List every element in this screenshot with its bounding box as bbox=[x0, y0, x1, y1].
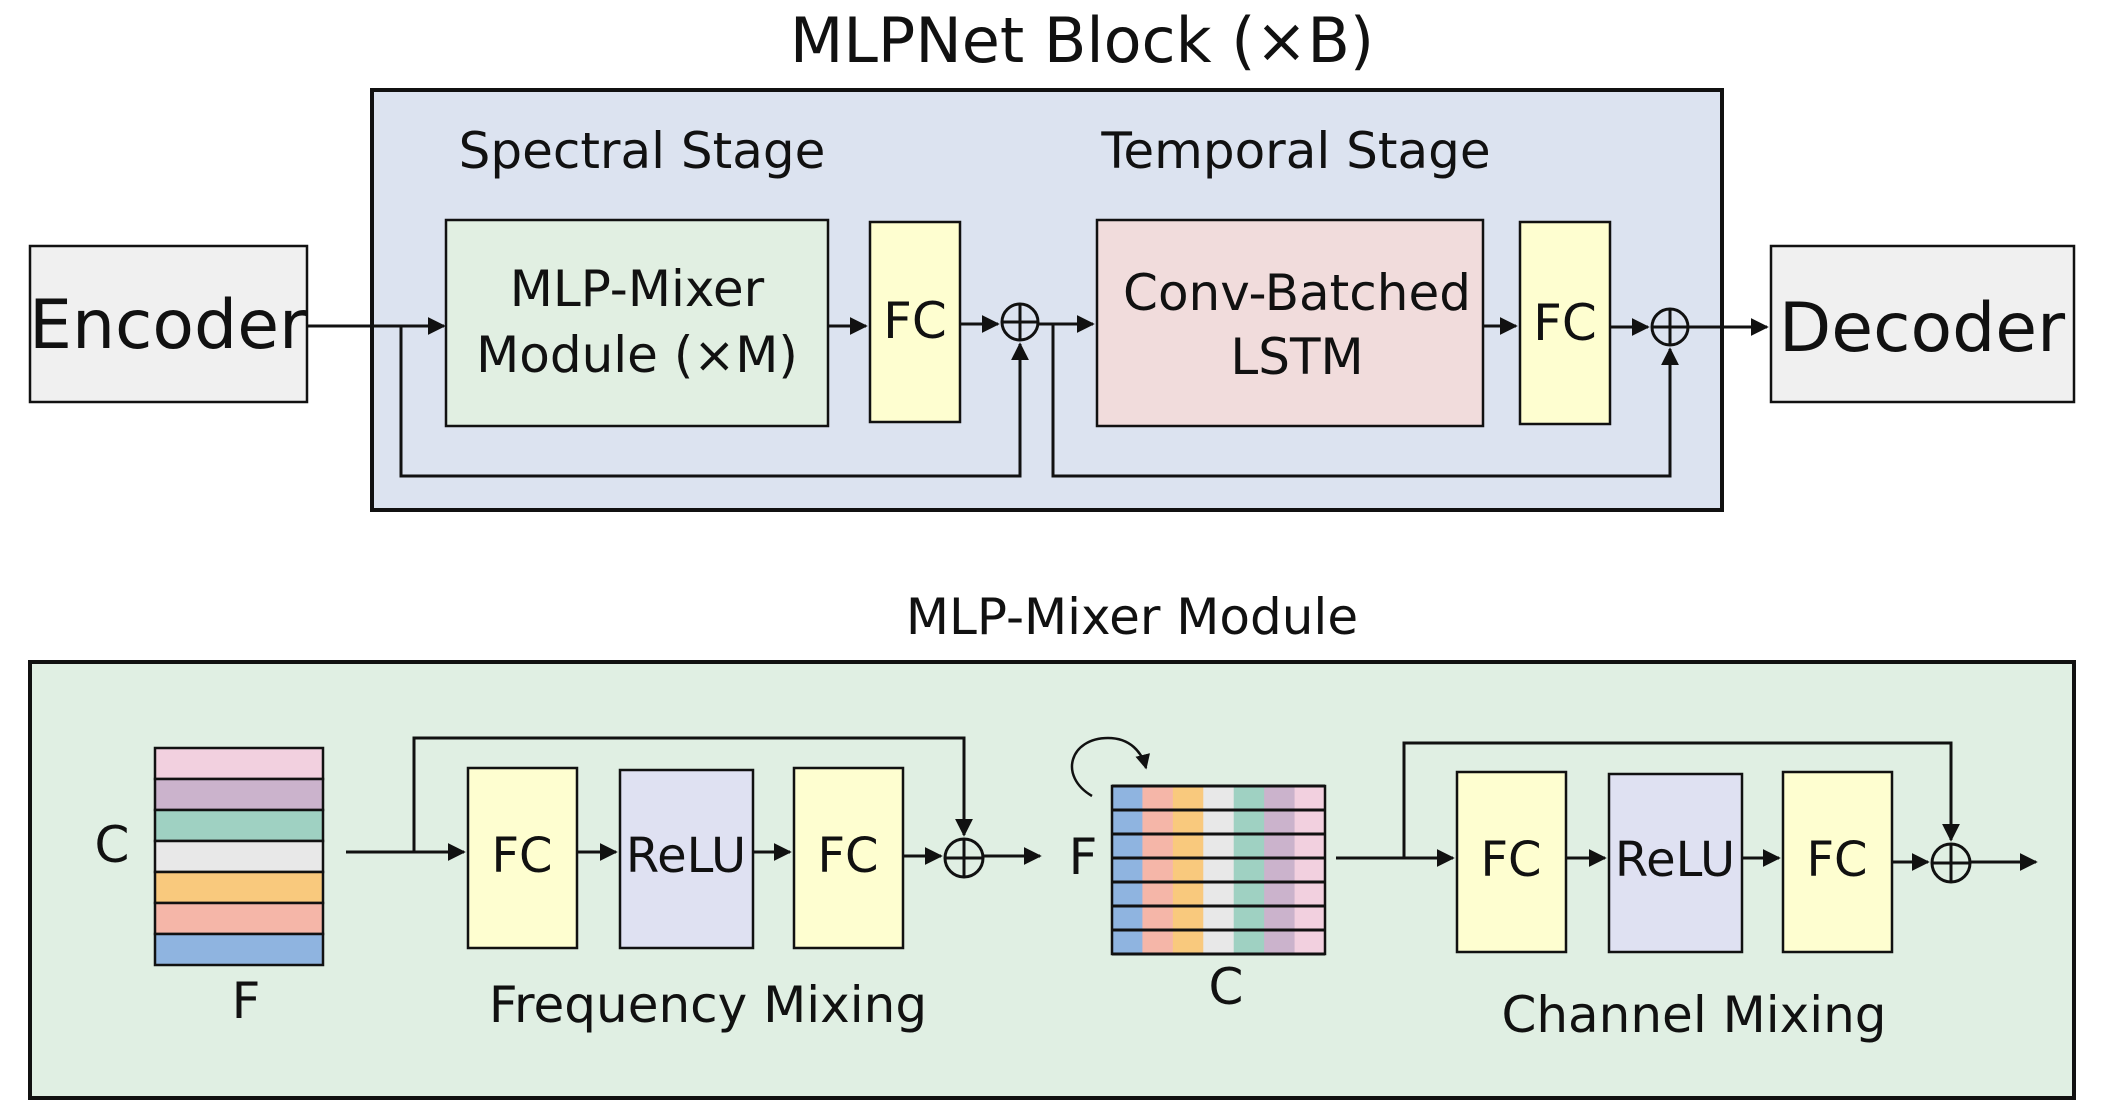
transposed-channel-column bbox=[1294, 786, 1326, 954]
block-title: MLPNet Block (×B) bbox=[790, 4, 1374, 77]
freq-relu-label: ReLU bbox=[626, 828, 746, 884]
temporal-sum-icon bbox=[1650, 307, 1690, 347]
input-channel-stripe bbox=[153, 901, 325, 936]
input-f-label: F bbox=[232, 972, 261, 1030]
temporal-stage-label: Temporal Stage bbox=[1100, 122, 1490, 180]
input-c-label: C bbox=[95, 816, 130, 874]
spectral-stage-label: Spectral Stage bbox=[459, 122, 826, 180]
input-channel-stripe bbox=[153, 932, 325, 967]
frequency-mixing-label: Frequency Mixing bbox=[489, 976, 927, 1034]
freq-fc2-box bbox=[792, 766, 905, 950]
transpose-rotate-icon bbox=[1070, 736, 1150, 798]
input-channel-stripe bbox=[153, 839, 325, 874]
input-tensor bbox=[153, 746, 325, 967]
module-connections bbox=[346, 736, 2038, 871]
input-channel-stripe bbox=[153, 746, 325, 781]
chan-fc1-label: FC bbox=[1480, 832, 1541, 888]
decoder-label: Decoder bbox=[1779, 289, 2065, 368]
chan-fc2-box bbox=[1781, 770, 1894, 954]
temporal-fc-box bbox=[1518, 220, 1612, 426]
chan-relu-box bbox=[1607, 772, 1744, 954]
transposed-c-label: C bbox=[1209, 958, 1244, 1016]
spectral-fc-box bbox=[868, 220, 962, 424]
spectral-sum-icon bbox=[1000, 302, 1040, 342]
chan-sum-icon bbox=[1930, 842, 1972, 884]
mlp-mixer-label-line2: Module (×M) bbox=[476, 326, 798, 384]
conv-lstm-label-line1: Conv-Batched bbox=[1123, 264, 1471, 322]
freq-sum-icon bbox=[943, 837, 985, 879]
block-connections bbox=[307, 315, 1769, 478]
transposed-channel-column bbox=[1264, 786, 1296, 954]
conv-lstm-label-line2: LSTM bbox=[1230, 328, 1363, 386]
encoder-label: Encoder bbox=[29, 286, 307, 365]
input-channel-stripe bbox=[153, 870, 325, 905]
channel-mixing-label: Channel Mixing bbox=[1501, 986, 1886, 1044]
module-title: MLP-Mixer Module bbox=[906, 588, 1358, 646]
transposed-channel-column bbox=[1233, 786, 1265, 954]
chan-fc1-box bbox=[1455, 770, 1568, 954]
transposed-channel-column bbox=[1112, 786, 1143, 954]
transposed-channel-column bbox=[1172, 786, 1204, 954]
freq-fc1-label: FC bbox=[491, 828, 552, 884]
transposed-tensor-border bbox=[1110, 784, 1327, 956]
freq-relu-box bbox=[618, 768, 755, 950]
mlp-mixer-label-line1: MLP-Mixer bbox=[510, 260, 765, 318]
chan-fc2-label: FC bbox=[1806, 832, 1867, 888]
transposed-channel-column bbox=[1203, 786, 1235, 954]
conv-lstm-box bbox=[1095, 218, 1485, 428]
freq-fc1-box bbox=[466, 766, 579, 950]
transposed-tensor bbox=[1110, 784, 1327, 956]
encoder-box bbox=[28, 244, 309, 404]
spectral-fc-label: FC bbox=[883, 292, 947, 350]
chan-relu-label: ReLU bbox=[1615, 832, 1735, 888]
mlp-mixer-box bbox=[444, 218, 830, 428]
freq-fc2-label: FC bbox=[817, 828, 878, 884]
input-channel-stripe bbox=[153, 808, 325, 843]
transposed-channel-column bbox=[1142, 786, 1174, 954]
temporal-fc-label: FC bbox=[1533, 294, 1597, 352]
decoder-box bbox=[1769, 244, 2076, 404]
input-channel-stripe bbox=[153, 777, 325, 812]
transposed-f-label: F bbox=[1069, 828, 1098, 886]
